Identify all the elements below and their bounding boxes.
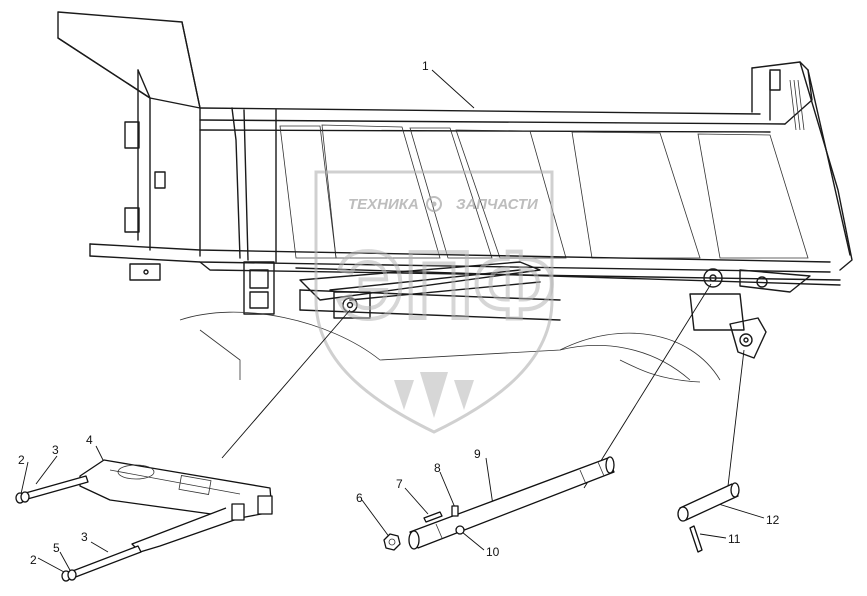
part-5-washer xyxy=(67,569,77,581)
part-4-bracket xyxy=(79,459,273,553)
part-6-nut xyxy=(383,533,401,551)
part-8-stud xyxy=(451,505,459,517)
callout-2-upper: 2 xyxy=(18,453,25,467)
callout-8: 8 xyxy=(434,461,441,475)
part-10-nut xyxy=(455,525,465,535)
part-12-bushing xyxy=(677,482,740,522)
callout-2-lower: 2 xyxy=(30,553,37,567)
watermark-text-right: ЗАПЧАСТИ xyxy=(456,196,539,213)
callout-3-upper: 3 xyxy=(52,443,59,457)
wheat-icon xyxy=(394,372,474,418)
watermark: ТЕХНИКА ЗАПЧАСТИ ЭПФ xyxy=(314,170,557,434)
callout-12: 12 xyxy=(766,513,780,527)
callout-9: 9 xyxy=(474,447,481,461)
callout-10: 10 xyxy=(486,545,500,559)
watermark-logo: ЭПФ xyxy=(336,232,555,339)
gear-icon xyxy=(426,196,442,212)
callout-labels: 1 2 3 4 2 5 3 6 7 8 9 10 12 11 xyxy=(18,59,780,567)
callout-4: 4 xyxy=(86,433,93,447)
callout-1: 1 xyxy=(422,59,429,73)
callout-6: 6 xyxy=(356,491,363,505)
callout-11: 11 xyxy=(728,532,741,546)
part-11-cotter-pin xyxy=(689,525,703,553)
callout-7: 7 xyxy=(396,477,403,491)
part-3-rod-upper xyxy=(21,475,89,501)
part-2-washer-upper xyxy=(15,491,30,504)
part-7-pin xyxy=(423,511,443,523)
dump-body xyxy=(57,11,853,383)
callout-3-lower: 3 xyxy=(81,530,88,544)
watermark-text-left: ТЕХНИКА xyxy=(348,196,419,213)
callout-5: 5 xyxy=(53,541,60,555)
